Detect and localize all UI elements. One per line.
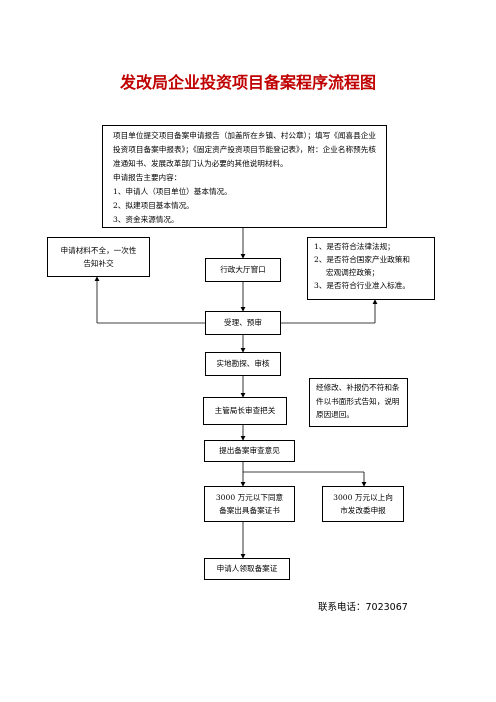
below-3000-box: 3000 万元以下同意 备案出具备案证书 (204, 486, 295, 522)
reject-box: 经修改、补报仍不符和条件以书面形式告知，说明原因退回。 (309, 378, 408, 427)
report-heading: 申请报告主要内容： (113, 173, 182, 182)
criteria-item: 宏观调控政策； (326, 268, 380, 277)
criteria-item: 3、是否符合行业准入标准。 (314, 281, 410, 290)
above-3000-box: 3000 万元以上向 市发改委申报 (322, 486, 404, 522)
accept-box: 受理、预审 (205, 311, 281, 335)
review-box: 主管局长审查把关 (203, 397, 287, 425)
report-item: 1、申请人（项目单位）基本情况。 (113, 187, 232, 196)
contact-phone: 联系电话：7023067 (318, 602, 408, 613)
incomplete-line: 申请材料不全，一次性 (60, 246, 137, 255)
below-line: 3000 万元以下同意 (215, 493, 284, 502)
page-title: 发改局企业投资项目备案程序流程图 (119, 73, 376, 92)
incomplete-materials-box: 申请材料不全，一次性 告知补交 (47, 237, 150, 277)
criteria-item: 1、是否符合法律法规； (314, 242, 395, 251)
submission-box: 项目单位提交项目备案申请报告（加盖所在乡镇、村公章）；填写《闻喜县企业投资项目备… (102, 125, 387, 228)
report-item: 2、拟建项目基本情况。 (113, 201, 194, 210)
survey-box: 实地勘探、审核 (205, 352, 281, 376)
incomplete-line: 告知补交 (83, 259, 114, 268)
collect-certificate-box: 申请人领取备案证 (204, 558, 290, 580)
below-line: 备案出具备案证书 (219, 506, 280, 515)
criteria-box: 1、是否符合法律法规； 2、是否符合国家产业政策和 宏观调控政策； 3、是否符合… (307, 237, 435, 300)
above-line: 3000 万元以上向 (333, 493, 393, 502)
opinion-box: 提出备案审查意见 (204, 440, 295, 462)
criteria-item: 2、是否符合国家产业政策和 (314, 255, 410, 264)
submission-text: 项目单位提交项目备案申请报告（加盖所在乡镇、村公章）；填写《闻喜县企业投资项目备… (113, 131, 376, 168)
report-item: 3、资金来源情况。 (113, 215, 179, 224)
above-line: 市发改委申报 (340, 506, 386, 515)
window-box: 行政大厅窗口 (205, 258, 281, 282)
